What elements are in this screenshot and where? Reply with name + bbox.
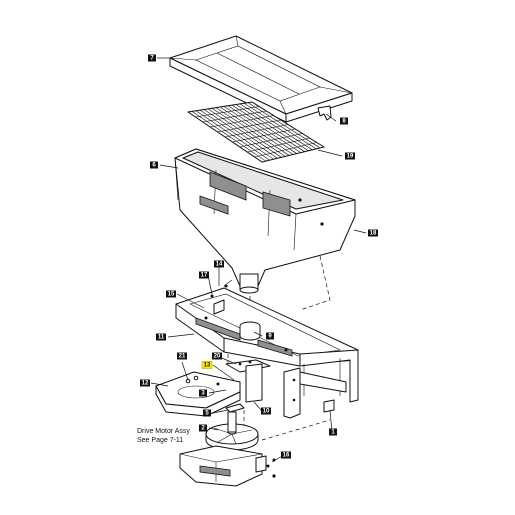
callout-7: 7 xyxy=(148,54,156,62)
callout-box-7 xyxy=(148,54,156,62)
callout-number-6: 6 xyxy=(152,162,156,168)
callout-number-15: 15 xyxy=(168,291,175,297)
callout-box-17 xyxy=(199,271,209,279)
hopper-body xyxy=(174,148,356,294)
fasteners xyxy=(210,279,276,468)
callout-box-15 xyxy=(166,290,176,298)
callout-box-8 xyxy=(340,117,348,125)
spreader-frame xyxy=(175,287,359,403)
callout-number-16: 16 xyxy=(283,452,290,458)
callout-box-6 xyxy=(150,161,158,169)
callout-number-19: 19 xyxy=(347,153,354,159)
shield-bracket xyxy=(225,359,271,403)
callout-leaders xyxy=(150,57,367,463)
callout-number-10: 10 xyxy=(263,408,270,414)
callout-number-17: 17 xyxy=(201,272,208,278)
callout-5: 5 xyxy=(203,409,211,417)
spinner-disc xyxy=(205,411,259,451)
callout-16: 16 xyxy=(281,451,291,459)
callout-box-9 xyxy=(266,332,274,340)
callout-18: 18 xyxy=(368,229,378,237)
callout-box-13 xyxy=(201,361,213,369)
callout-6: 6 xyxy=(150,161,158,169)
callout-number-2: 2 xyxy=(201,425,205,431)
callout-9: 9 xyxy=(266,332,274,340)
callout-box-2 xyxy=(199,424,207,432)
callout-number-14: 14 xyxy=(216,261,223,267)
callout-box-20 xyxy=(212,352,222,360)
note-line-1: Drive Motor Assy xyxy=(137,428,190,435)
callout-number-1: 1 xyxy=(331,429,335,435)
callout-box-14 xyxy=(214,260,224,268)
lid-latch xyxy=(317,105,332,121)
callout-box-10 xyxy=(261,407,271,415)
callout-box-1 xyxy=(329,428,337,436)
drive-motor-note: Drive Motor Assy See Page 7-11 xyxy=(137,427,190,445)
callout-box-3 xyxy=(199,389,207,397)
callout-box-12 xyxy=(140,379,150,387)
callout-number-7: 7 xyxy=(150,55,154,61)
spinner-shield xyxy=(155,371,241,417)
callout-box-11 xyxy=(156,333,166,341)
callout-19: 19 xyxy=(345,152,355,160)
callout-number-20: 20 xyxy=(214,353,221,359)
callout-number-18: 18 xyxy=(370,230,377,236)
callout-17: 17 xyxy=(199,271,209,279)
callout-number-3: 3 xyxy=(201,390,205,396)
callout-box-16 xyxy=(281,451,291,459)
callout-box-5 xyxy=(203,409,211,417)
callout-number-8: 8 xyxy=(342,118,346,124)
callout-8: 8 xyxy=(340,117,348,125)
spinner-washer xyxy=(225,403,245,413)
callout-14: 14 xyxy=(214,260,224,268)
frame-bracket xyxy=(283,367,347,419)
callout-15: 15 xyxy=(166,290,176,298)
callout-11: 11 xyxy=(156,333,166,341)
drive-motor-assembly xyxy=(179,445,276,487)
hopper-screen xyxy=(187,101,325,163)
callout-number-5: 5 xyxy=(205,410,209,416)
callout-10: 10 xyxy=(261,407,271,415)
callout-number-9: 9 xyxy=(268,333,272,339)
callout-number-13: 13 xyxy=(204,362,211,368)
callout-box-18 xyxy=(368,229,378,237)
frame-bushing xyxy=(239,321,261,341)
callout-number-12: 12 xyxy=(142,380,149,386)
callout-20: 20 xyxy=(212,352,222,360)
callout-number-21: 21 xyxy=(179,353,186,359)
callout-3: 3 xyxy=(199,389,207,397)
callout-box-21 xyxy=(177,352,187,360)
callout-number-11: 11 xyxy=(158,334,165,340)
callout-12: 12 xyxy=(140,379,150,387)
callout-21: 21 xyxy=(177,352,187,360)
callout-2: 2 xyxy=(199,424,207,432)
callout-13: 13 xyxy=(201,361,213,369)
callout-box-19 xyxy=(345,152,355,160)
note-line-2: See Page 7-11 xyxy=(137,437,184,444)
callout-1: 1 xyxy=(329,428,337,436)
